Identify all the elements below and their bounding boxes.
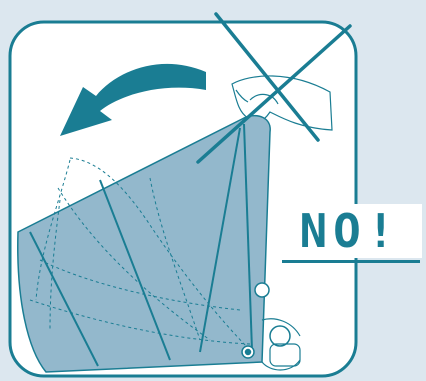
warning-no-label: NO! (278, 204, 422, 258)
warning-underline (282, 260, 420, 263)
